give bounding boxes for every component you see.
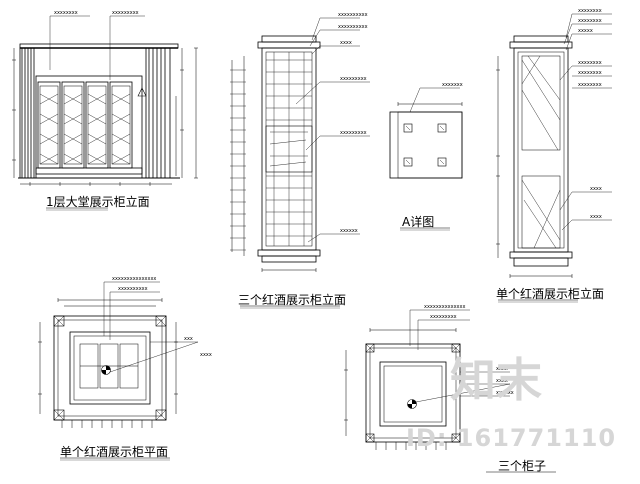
title-three-cabinets-plan: 三个柜子: [498, 459, 546, 473]
callout-label: xxxxxxxxxxxxxxx: [112, 276, 156, 282]
callout-label: xxxx: [200, 352, 212, 358]
callout-label: xxxxxxxx: [578, 18, 602, 24]
callout-label: xxxx: [590, 214, 602, 220]
title-detail-a: A详图: [402, 214, 434, 229]
detail-a-drawing: [389, 87, 463, 231]
three-cabinets-plan: [344, 309, 556, 473]
callout-label: xxxxxxxxxx: [338, 12, 368, 18]
callout-label: xxxxxxxx: [578, 70, 602, 76]
watermark: 知末 ID: 161771110: [406, 353, 616, 452]
lobby-cabinet-elevation: [12, 15, 198, 211]
callout-label: xxxx: [496, 366, 508, 372]
callout-label: xxxxxx: [340, 228, 358, 234]
callout-label: xxxxx: [578, 28, 593, 34]
callout-label: xxxx: [496, 378, 508, 384]
single-wine-cabinet-plan: [38, 281, 199, 461]
title-single-wine-cabinet-elevation: 单个红酒展示柜立面: [496, 286, 604, 301]
callout-label: xxxxxxxx: [54, 10, 78, 16]
callout-label: xxxxxx: [496, 390, 514, 396]
callout-label: xxxxxxxxxx: [338, 24, 368, 30]
callout-label: xxxxxxxxx: [340, 76, 367, 82]
callout-label: xxxxxxxx: [578, 8, 602, 14]
callout-label: xxxxxxxxxxxxxx: [424, 304, 465, 310]
callout-label: xxx: [184, 336, 193, 342]
single-wine-cabinet-plan-callouts: xxxxxxxxxxxxxxx xxxxxxxxxx xxx xxxx: [112, 276, 212, 358]
callout-label: xxxx: [590, 186, 602, 192]
callout-label: xxxxxxx: [442, 82, 463, 88]
title-three-wine-cabinet-elevation: 三个红酒展示柜立面: [238, 292, 346, 307]
callout-label: xxxxxxxxx: [430, 314, 457, 320]
callout-label: xxxxxxxxxx: [118, 286, 148, 292]
callout-label: xxxxxxxx: [578, 60, 602, 66]
detail-a-callouts: xxxxxxx: [442, 82, 463, 88]
single-wine-cabinet-elevation: [496, 13, 612, 303]
single-wine-cabinet-callouts: xxxxxxxx xxxxxxxx xxxxx xxxxxxxx xxxxxxx…: [578, 8, 602, 220]
watermark-id: ID: 161771110: [406, 424, 616, 452]
callout-label: xxxxxxxxx: [112, 10, 139, 16]
callout-label: xxxx: [340, 40, 352, 46]
three-cabinets-plan-callouts: xxxxxxxxxxxxxx xxxxxxxxx xxxx xxxx xxxxx…: [424, 304, 514, 396]
watermark-brand: 知末: [450, 353, 542, 407]
lobby-cabinet-callouts: xxxxxxxx xxxxxxxxx: [54, 10, 139, 16]
callout-label: xxxxxxxx: [578, 82, 602, 88]
three-wine-cabinet-elevation: [230, 17, 370, 309]
title-single-wine-cabinet-plan: 单个红酒展示柜平面: [60, 444, 168, 459]
title-lobby-cabinet-elevation: 1层大堂展示柜立面: [46, 194, 150, 209]
callout-label: xxxxxxxxx: [340, 130, 367, 136]
three-wine-cabinet-callouts: xxxxxxxxxx xxxxxxxxxx xxxx xxxxxxxxx xxx…: [338, 12, 368, 234]
